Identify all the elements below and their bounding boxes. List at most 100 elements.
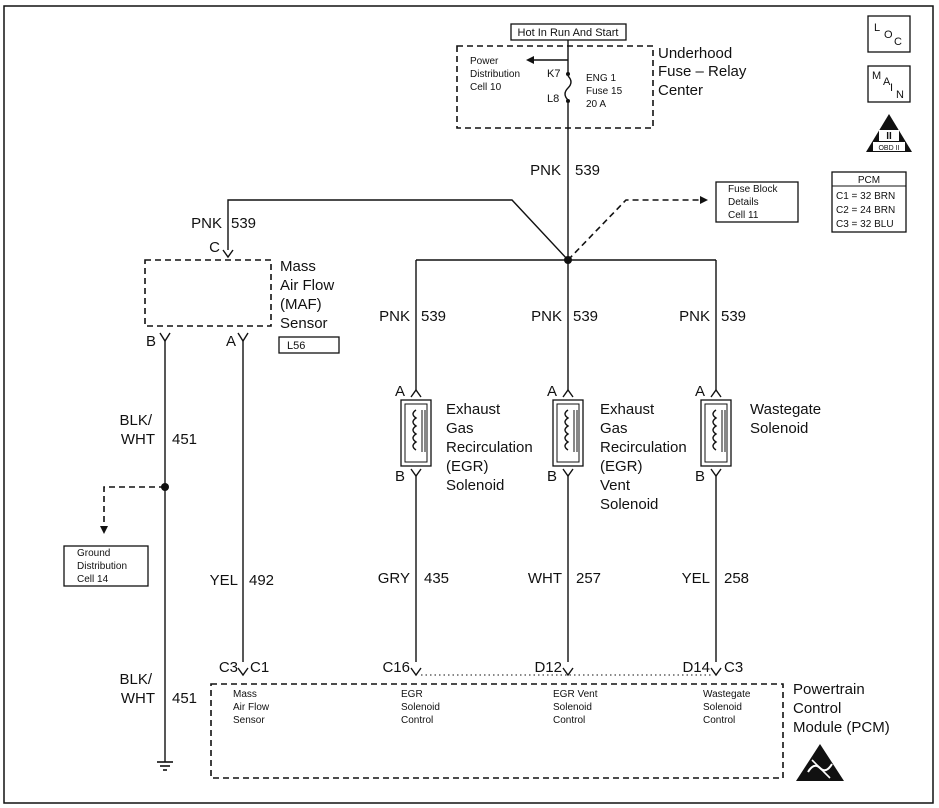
fuse-block-ref-arrow	[700, 196, 708, 204]
fuse-relay-center-box	[456, 45, 654, 129]
pcm-title-3: Module (PCM)	[793, 719, 890, 736]
pcm-title-2: Control	[793, 700, 841, 717]
egr-vent-solenoid: A B	[547, 383, 584, 485]
pcm-port-egr-vent-2: Solenoid	[553, 702, 592, 713]
main-wire-color: PNK	[530, 162, 561, 179]
main-wire-number: 539	[575, 162, 600, 179]
ground-wire-number-1: 451	[172, 431, 197, 448]
pcm-port-wastegate-1: Wastegate	[703, 689, 751, 700]
maf-title-3: (MAF)	[280, 296, 322, 313]
wastegate-solenoid: A B	[695, 383, 732, 485]
fuse-terminal-top	[566, 72, 570, 76]
power-dist-line-3: Cell 10	[470, 82, 502, 93]
yel-492-color: YEL	[210, 572, 238, 589]
power-dist-line-1: Power	[470, 56, 499, 67]
ground-ref-box	[63, 545, 149, 587]
maf-sensor-box	[144, 259, 272, 327]
pcm-title-1: Powertrain	[793, 681, 865, 698]
fuse-block-ref-1: Fuse Block	[728, 184, 778, 195]
egr-solenoid-label-2: Gas	[446, 420, 474, 437]
svg-text:B: B	[547, 468, 557, 485]
yel-492-number: 492	[249, 572, 274, 589]
pin-k7: K7	[547, 68, 560, 80]
gry-435-number: 435	[424, 570, 449, 587]
maf-connector-a	[237, 332, 249, 343]
pcm-port-maf-3: Sensor	[233, 715, 265, 726]
hot-in-run-start-label: Hot In Run And Start	[518, 27, 619, 39]
svg-text:A: A	[695, 383, 705, 400]
svg-text:L: L	[874, 22, 880, 34]
maf-feed-number: 539	[231, 215, 256, 232]
maf-title-1: Mass	[280, 258, 316, 275]
ground-symbol-icon	[157, 761, 173, 771]
fuse-terminal-bottom	[566, 99, 570, 103]
pcm-connector-egr	[410, 667, 422, 677]
fuse-center-title-1: Underhood	[658, 45, 732, 62]
svg-text:C: C	[894, 36, 902, 48]
pcm-pin-d14: D14	[682, 659, 710, 676]
egr-vent-label-1: Exhaust	[600, 401, 655, 418]
branch-1-color: PNK	[379, 308, 410, 325]
pcm-port-egr-1: EGR	[401, 689, 423, 700]
diagram-frame	[3, 5, 934, 804]
esd-warning-icon	[796, 744, 844, 781]
maf-feed-wire	[227, 199, 569, 261]
maf-pin-b: B	[146, 333, 156, 350]
pcm-port-egr-3: Control	[401, 715, 433, 726]
pcm-pin-c3-connector-b: C3	[724, 659, 743, 676]
pcm-pin-c16: C16	[382, 659, 410, 676]
ground-ref-1: Ground	[77, 548, 110, 559]
branch-3-number: 539	[721, 308, 746, 325]
svg-text:N: N	[896, 89, 904, 101]
power-dist-line-2: Distribution	[470, 69, 520, 80]
ground-wire-color-1a: BLK/	[119, 412, 152, 429]
maf-title-4: Sensor	[280, 315, 328, 332]
svg-text:A: A	[883, 76, 891, 88]
svg-text:B: B	[395, 468, 405, 485]
pcm-table-row-2: C2 = 24 BRN	[836, 205, 895, 216]
egr-solenoid-label-5: Solenoid	[446, 477, 504, 494]
fuse-block-ref-3: Cell 11	[728, 210, 759, 221]
svg-text:O: O	[884, 29, 893, 41]
maf-pin-c: C	[209, 239, 220, 256]
svg-text:M: M	[872, 70, 881, 82]
fuse-name: ENG 1	[586, 73, 616, 84]
ground-wire-color-1b: WHT	[121, 431, 155, 448]
fuse-block-ref-link	[567, 199, 702, 261]
fuse-block-ref-box	[715, 181, 799, 223]
wht-257-color: WHT	[528, 570, 562, 587]
egr-vent-label-4: (EGR)	[600, 458, 643, 475]
ground-ref-3: Cell 14	[77, 574, 109, 585]
egr-solenoid-label-1: Exhaust	[446, 401, 501, 418]
pcm-pin-c3-connector-a: C3	[219, 659, 238, 676]
ground-ref-arrow	[100, 526, 108, 534]
maf-title-2: Air Flow	[280, 277, 334, 294]
egr-vent-label-3: Recirculation	[600, 439, 687, 456]
yel-258-number: 258	[724, 570, 749, 587]
ground-ref-link	[103, 486, 165, 528]
pcm-table-title: PCM	[858, 175, 880, 186]
obd-ii-icon: II OBD II	[866, 114, 912, 152]
svg-text:II: II	[886, 131, 892, 142]
fuse-block-ref-2: Details	[728, 197, 759, 208]
pcm-connector-egr-vent	[562, 667, 574, 677]
branch-2-number: 539	[573, 308, 598, 325]
maf-connector-b	[159, 332, 171, 343]
svg-text:OBD II: OBD II	[878, 145, 899, 152]
fuse-element	[564, 75, 572, 101]
maf-connector-c	[222, 249, 234, 259]
wastegate-label-1: Wastegate	[750, 401, 821, 418]
branch-3-color: PNK	[679, 308, 710, 325]
l56-option-box	[278, 336, 340, 354]
wht-257-number: 257	[576, 570, 601, 587]
egr-solenoid: A B	[395, 383, 432, 485]
egr-vent-label-5: Vent	[600, 477, 631, 494]
branch-2-color: PNK	[531, 308, 562, 325]
svg-text:I: I	[890, 82, 893, 94]
pcm-port-maf-1: Mass	[233, 689, 257, 700]
svg-text:B: B	[695, 468, 705, 485]
ground-wire-number-2: 451	[172, 690, 197, 707]
pcm-port-egr-vent-1: EGR Vent	[553, 689, 598, 700]
